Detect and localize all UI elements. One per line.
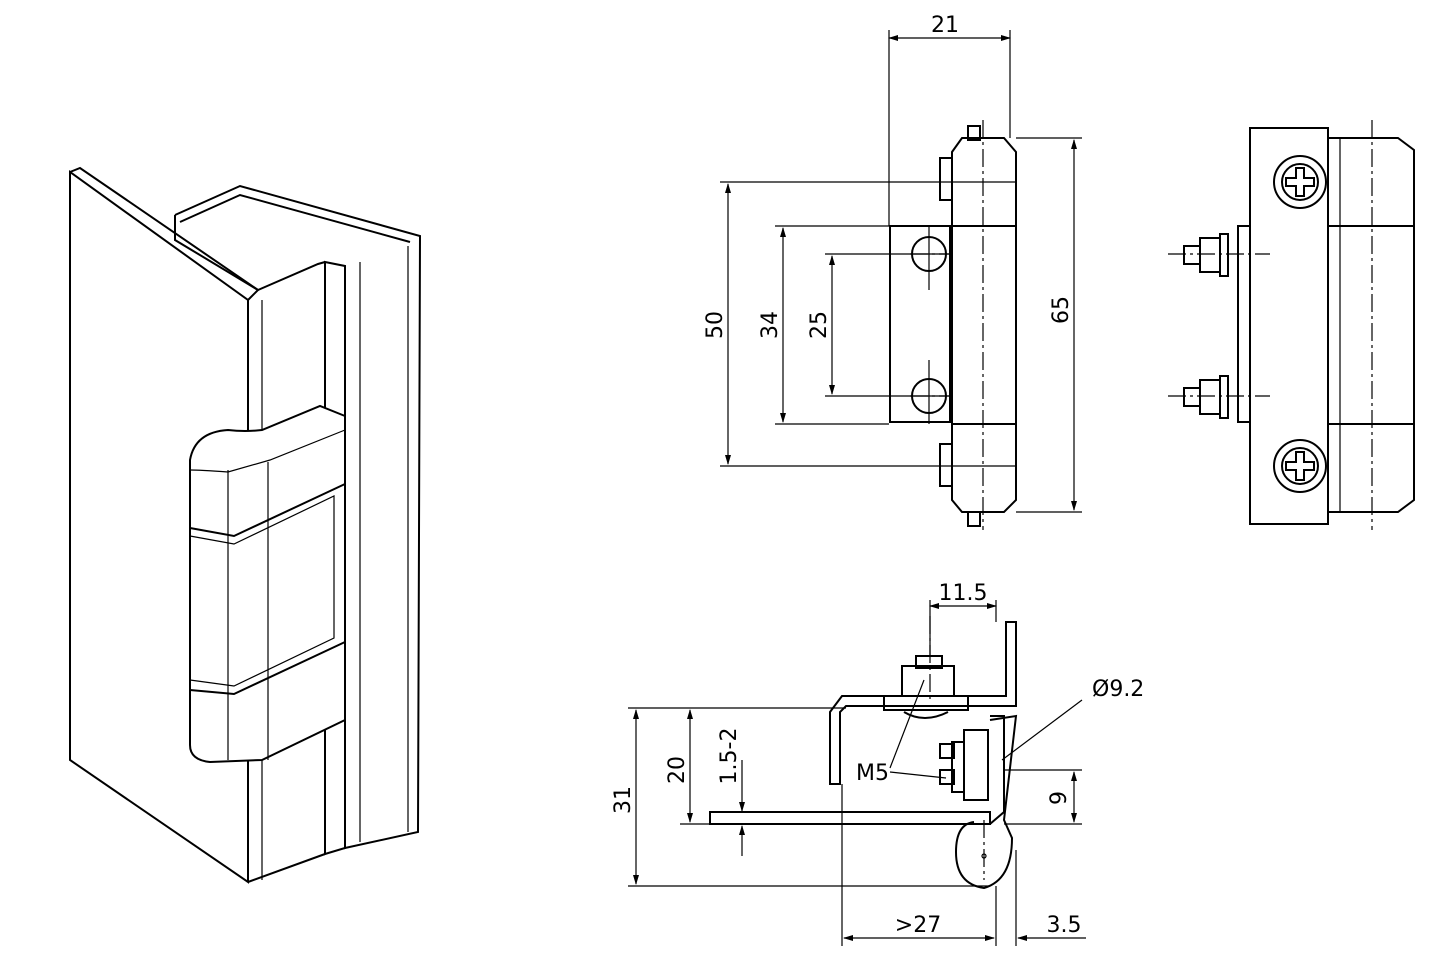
dim-front-width: 21 — [931, 13, 959, 38]
dim-total-height: 31 — [611, 786, 636, 814]
dim-depth: >27 — [895, 913, 941, 938]
dim-hole-diameter: Ø9.2 — [1092, 677, 1144, 702]
front-view: 21 65 50 34 25 — [703, 13, 1082, 530]
dim-bolt-spacing: 50 — [703, 311, 728, 339]
dim-thickness: 3.5 — [1047, 913, 1082, 938]
isometric-view — [69, 166, 422, 884]
dim-thread: M5 — [856, 761, 889, 786]
dim-hole-spacing: 25 — [807, 311, 832, 339]
dim-leaf-height: 34 — [758, 311, 783, 339]
dim-inner-height: 20 — [665, 756, 690, 784]
section-view: 11.5 Ø9.2 M5 31 20 1.5-2 9 >27 3.5 — [611, 581, 1144, 946]
side-view — [1168, 120, 1415, 530]
dim-pin-height: 9 — [1047, 791, 1072, 805]
dim-front-height: 65 — [1049, 296, 1074, 324]
dim-side-offset: 11.5 — [939, 581, 988, 606]
dim-gap: 1.5-2 — [717, 728, 742, 785]
